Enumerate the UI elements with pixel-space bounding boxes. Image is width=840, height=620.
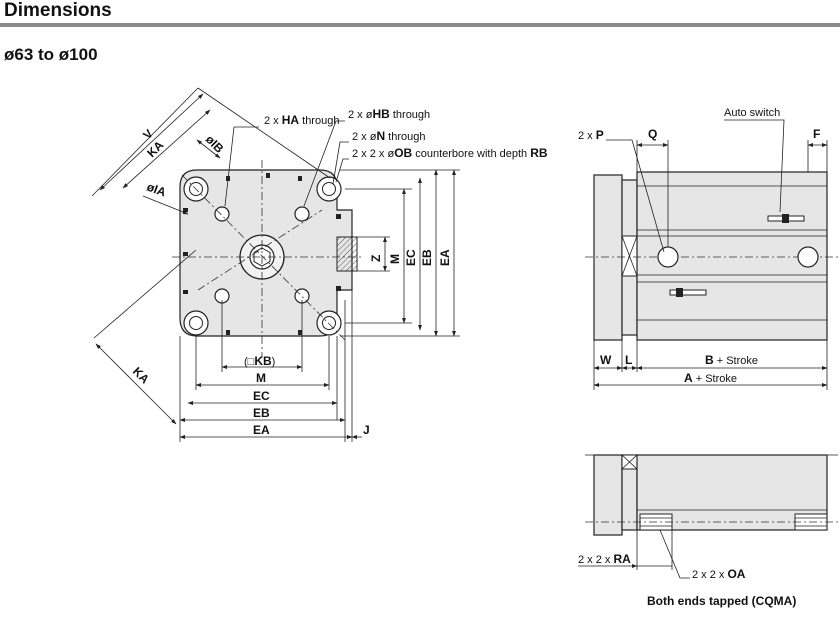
leader-n xyxy=(332,141,349,185)
label-ib: øIB xyxy=(203,132,227,156)
rod-hex-icon xyxy=(253,247,271,267)
label-eb-vertical: EB xyxy=(420,249,434,266)
label-ka-top: KA xyxy=(144,138,166,160)
port-2 xyxy=(797,246,819,268)
leader-auto-switch xyxy=(724,119,785,213)
label-ia: øIA xyxy=(145,180,168,200)
label-eb: EB xyxy=(253,406,270,420)
label-ka-bottom: KA xyxy=(130,364,152,386)
leader-ha xyxy=(224,126,259,207)
dim-ka-bottom xyxy=(95,343,177,425)
auto-switch-icon-2 xyxy=(669,289,707,296)
leader-p xyxy=(606,139,665,253)
leader-hb xyxy=(303,120,345,207)
label-l: L xyxy=(625,353,632,367)
callout-n: 2 x øN through xyxy=(352,129,426,143)
horizontal-dimensions xyxy=(179,290,362,442)
side-end-plate xyxy=(593,174,623,341)
leader-ob xyxy=(335,158,349,183)
label-ea-vertical: EA xyxy=(438,249,452,266)
label-m: M xyxy=(256,371,266,385)
bottom-end-plate xyxy=(593,454,623,536)
dim-ka-top xyxy=(122,109,211,189)
label-oa: 2 x 2 x OA xyxy=(692,567,746,581)
callout-hb: 2 x øHB through xyxy=(348,107,430,121)
dim-ib xyxy=(196,139,221,159)
label-auto-switch: Auto switch xyxy=(724,107,780,119)
label-ec-vertical: EC xyxy=(404,249,418,266)
label-w: W xyxy=(600,353,612,367)
label-b-stroke: B + Stroke xyxy=(705,353,758,367)
label-j: J xyxy=(363,423,370,437)
ext-ka-bottom xyxy=(93,249,197,339)
vertical-dimensions xyxy=(340,169,460,337)
callout-ob: 2 x 2 x øOB counterbore with depth RB xyxy=(352,146,548,160)
section-title: Dimensions xyxy=(4,0,112,21)
side-view: 2 x P Q Auto switch F W L B + Stroke A +… xyxy=(578,107,838,390)
dim-ia xyxy=(142,195,189,215)
label-z: Z xyxy=(369,255,383,262)
caption-both-ends-tapped: Both ends tapped (CQMA) xyxy=(647,594,796,608)
label-ea: EA xyxy=(253,423,270,437)
label-a-stroke: A + Stroke xyxy=(684,371,737,385)
label-kb: (□KB) xyxy=(244,354,275,368)
label-q: Q xyxy=(648,127,657,141)
port-1 xyxy=(657,246,679,268)
label-m-vertical: M xyxy=(388,254,402,264)
label-ec: EC xyxy=(253,389,270,403)
callout-ha: 2 x HA through xyxy=(264,113,339,127)
bottom-view: 2 x 2 x RA 2 x 2 x OA Both ends tapped (… xyxy=(578,454,838,608)
label-ra: 2 x 2 x RA xyxy=(578,552,631,566)
header-rule xyxy=(0,23,840,27)
ext-v-2 xyxy=(197,87,331,179)
diagonal-centerline xyxy=(181,174,346,341)
leader-oa xyxy=(659,529,690,579)
section-header: Dimensions xyxy=(0,0,840,30)
front-view: 2 x HA through 2 x øHB through 2 x øN th… xyxy=(91,87,548,442)
bore-size-range-title: ø63 to ø100 xyxy=(4,45,98,64)
label-p: 2 x P xyxy=(578,128,604,142)
label-f: F xyxy=(813,127,820,141)
front-side-port xyxy=(336,236,358,272)
